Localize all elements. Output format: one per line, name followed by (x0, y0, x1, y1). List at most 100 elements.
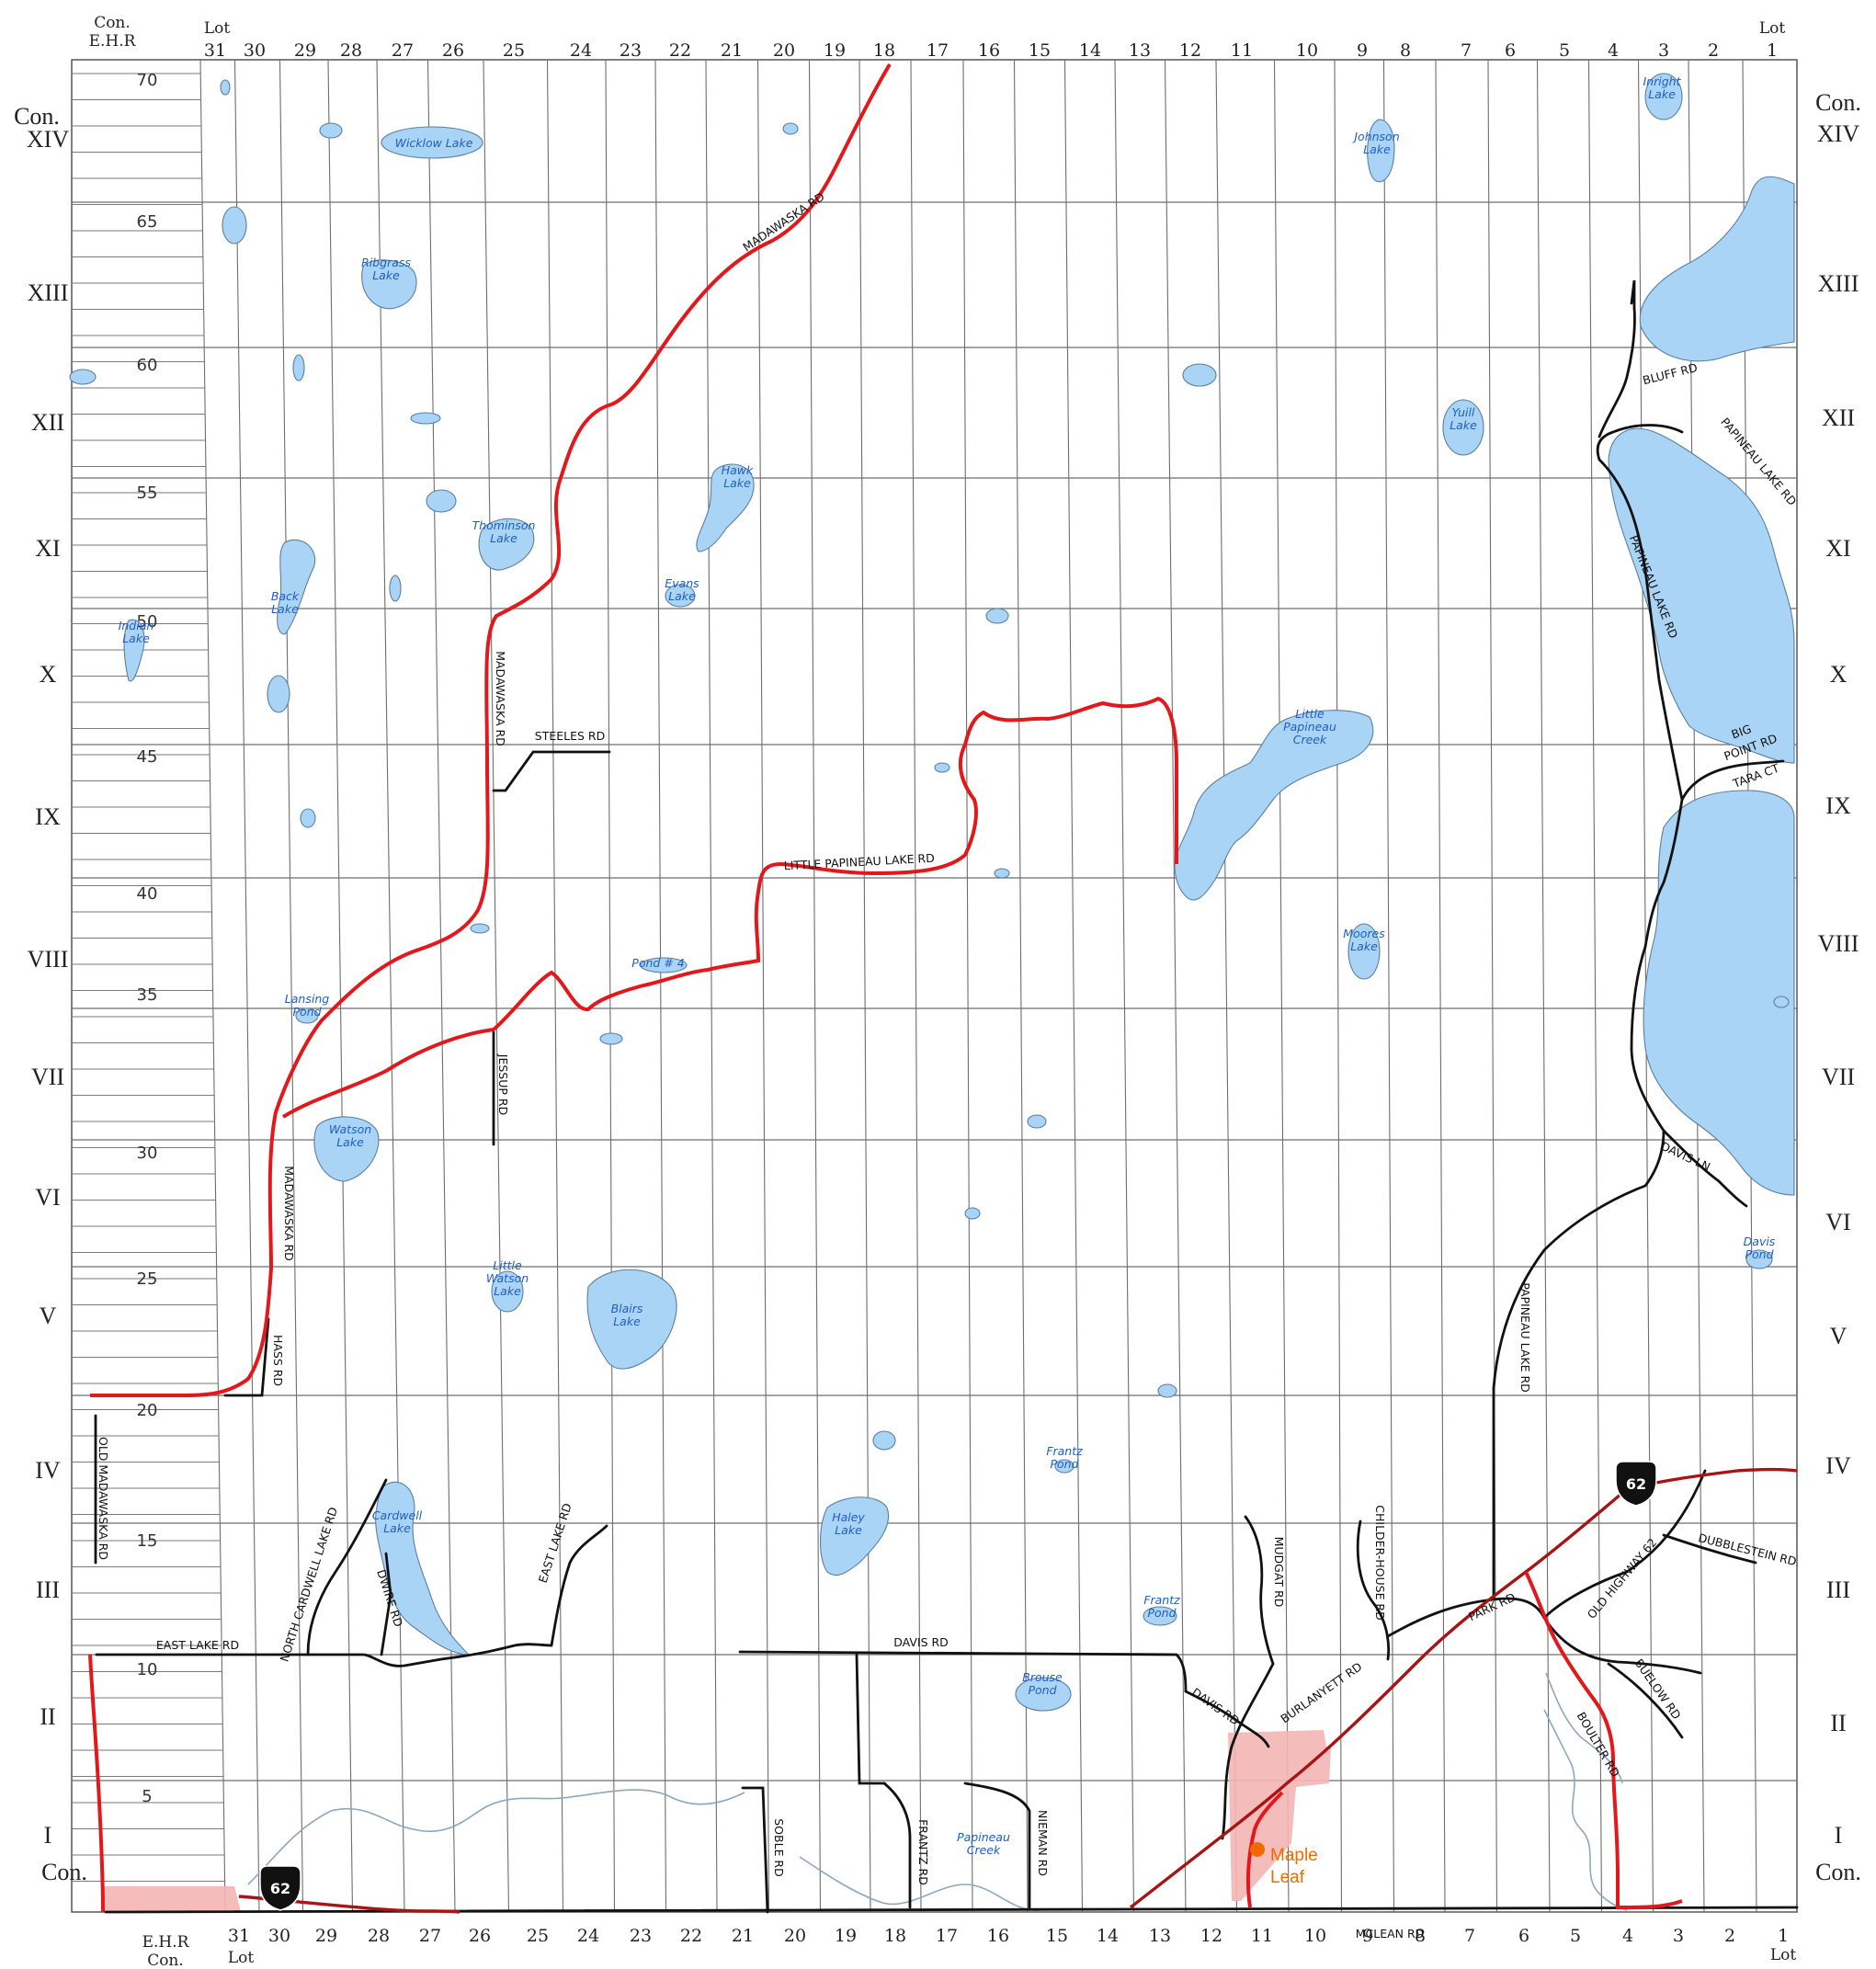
concession-label-left: II (40, 1703, 55, 1730)
place-label-line2: Leaf (1270, 1868, 1305, 1887)
lot-number-top: 22 (669, 40, 691, 61)
ehr-lot-number: 15 (137, 1531, 158, 1551)
lot-number-top: 10 (1296, 40, 1318, 61)
east-lake-rd-branch (550, 1524, 608, 1647)
south-west-urban-area (101, 1886, 241, 1912)
bottom-lot-word-right: Lot (1770, 1946, 1797, 1964)
lot-number-bottom: 15 (1046, 1926, 1068, 1946)
concession-label-left: XII (31, 409, 64, 436)
lot-number-bottom: 11 (1251, 1926, 1273, 1946)
lot-number-bottom: 5 (1570, 1926, 1581, 1946)
road-label: SOBLE RD (772, 1818, 786, 1877)
creeks (247, 1672, 1628, 1911)
burlanyett-rd (1221, 1662, 1275, 1840)
concession-label-left: I (44, 1822, 52, 1849)
lot-number-top: 13 (1129, 40, 1151, 61)
top-left-ehr-word: E.H.R (89, 32, 137, 51)
water-bodies (69, 73, 1795, 1712)
lot-number-bottom: 4 (1622, 1926, 1633, 1946)
road-label: FRANTZ RD (916, 1819, 930, 1885)
concession-label-right: XI (1825, 535, 1850, 562)
road-label: JESSUP RD (496, 1053, 510, 1115)
mclean-rd (104, 1906, 1799, 1914)
map-border (71, 59, 1798, 1913)
lot-number-bottom: 9 (1362, 1926, 1373, 1946)
lot-number-bottom: 29 (315, 1926, 337, 1946)
ehr-divider (199, 59, 226, 1913)
bottom-left-con-word: Con. (147, 1952, 184, 1969)
concession-label-right: IV (1825, 1452, 1851, 1479)
lot-number-bottom: 16 (987, 1926, 1009, 1946)
ehr-lot-number: 10 (137, 1660, 158, 1679)
ehr-lot-number: 50 (137, 612, 158, 632)
lot-number-top: 8 (1400, 40, 1411, 61)
davis-rd (738, 1650, 1188, 1693)
concession-label-left: IX (35, 803, 61, 830)
lot-number-bottom: 7 (1464, 1926, 1475, 1946)
ehr-lot-number: 60 (137, 356, 158, 375)
ehr-lot-number: 65 (137, 212, 158, 232)
lot-number-top: 9 (1357, 40, 1368, 61)
davis-ln (1662, 1129, 1748, 1208)
lot-number-bottom: 17 (936, 1926, 958, 1946)
lot-number-top: 25 (503, 40, 525, 61)
lot-number-bottom: 6 (1518, 1926, 1529, 1946)
concession-label-right: I (1835, 1822, 1843, 1849)
concession-label-right: II (1830, 1710, 1846, 1736)
lot-number-top: 29 (294, 40, 316, 61)
lot-number-top: 2 (1708, 40, 1719, 61)
lot-number-bottom: 28 (368, 1926, 390, 1946)
lot-number-top: 27 (392, 40, 414, 61)
concession-label-left: VIII (28, 946, 69, 973)
top-left-con-word: Con. (94, 14, 131, 32)
place-label-line1: Maple (1270, 1846, 1318, 1865)
childer-house-rd (1356, 1519, 1391, 1661)
lot-number-top: 30 (244, 40, 266, 61)
ehr-lot-number: 40 (137, 884, 158, 904)
concession-label-right: VI (1825, 1209, 1850, 1235)
lot-number-bottom: 27 (419, 1926, 441, 1946)
lot-number-top: 24 (570, 40, 592, 61)
lot-number-bottom: 20 (784, 1926, 806, 1946)
concession-label-left: V (40, 1303, 57, 1329)
lot-number-bottom: 8 (1415, 1926, 1426, 1946)
concession-label-left: XI (35, 535, 60, 562)
lot-number-top: 23 (620, 40, 642, 61)
lot-lines (199, 59, 1757, 1913)
lot-number-bottom: 19 (835, 1926, 857, 1946)
concession-label-left: VII (31, 1064, 64, 1090)
madawaska-rd-red (88, 63, 1683, 1913)
lot-number-top: 20 (773, 40, 795, 61)
papineau-lake-north (1639, 176, 1795, 362)
maple-leaf-urban-area (1228, 1730, 1331, 1901)
concession-label-right: IX (1825, 792, 1851, 819)
con-word-left-bottom: Con. (41, 1859, 87, 1885)
top-lot-word-right: Lot (1759, 19, 1786, 38)
road-label: MCLEAN RD (1356, 1927, 1425, 1941)
concession-label-right: VIII (1818, 930, 1859, 957)
lot-number-bottom: 12 (1200, 1926, 1222, 1946)
lot-number-top: 26 (442, 40, 464, 61)
ehr-lot-number: 70 (137, 71, 158, 90)
ehr-lot-number: 25 (137, 1269, 158, 1289)
old-highway-62 (1542, 1469, 1707, 1620)
lot-number-bottom: 25 (527, 1926, 549, 1946)
concession-label-left: IV (35, 1457, 61, 1484)
concession-label-right: III (1826, 1576, 1850, 1603)
